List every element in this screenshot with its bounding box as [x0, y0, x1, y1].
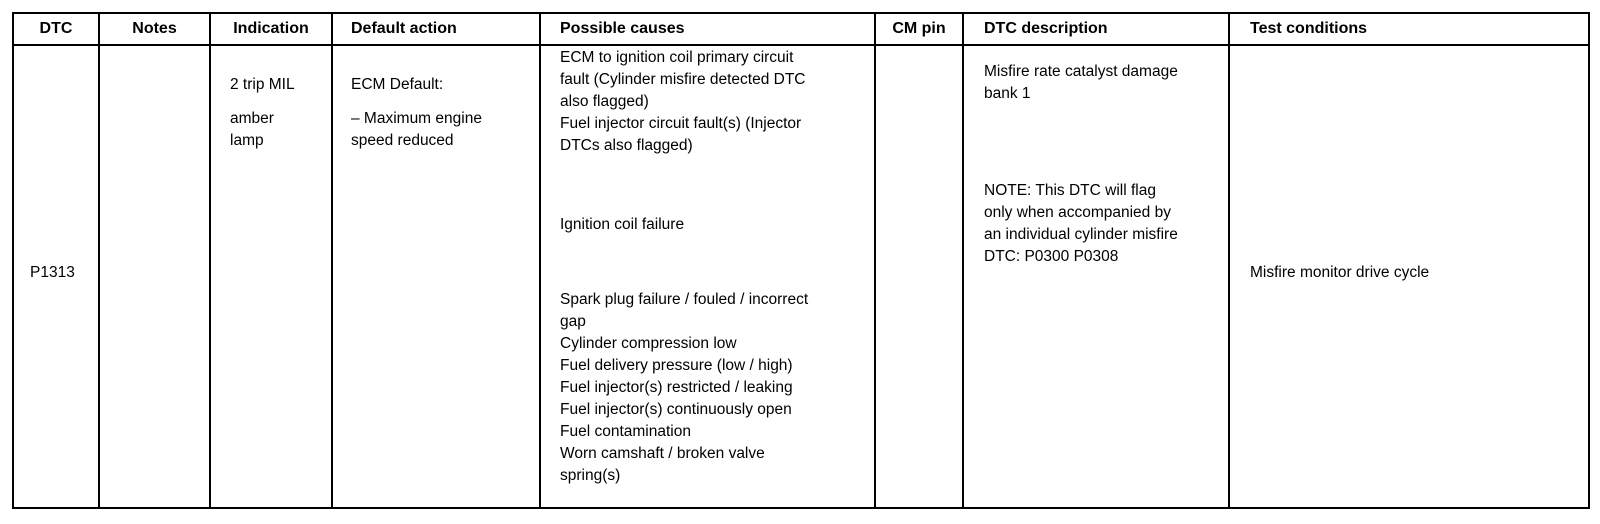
possible-cause-line: Fuel delivery pressure (low / high)	[560, 357, 793, 374]
possible-cause-line: Fuel injector circuit fault(s) (Injector	[560, 115, 802, 132]
possible-cause-line: Worn camshaft / broken valve	[560, 445, 765, 462]
header-default-action: Default action	[351, 20, 457, 37]
header-dtc: DTC	[39, 20, 73, 37]
column-divider	[98, 14, 100, 507]
possible-cause-line: Cylinder compression low	[560, 335, 737, 352]
cell-possible-causes-group-1: ECM to ignition coil primary circuit fau…	[560, 47, 806, 157]
dtc-note-line: an individual cylinder misfire	[984, 226, 1178, 243]
header-possible-causes: Possible causes	[560, 20, 685, 37]
cell-test-conditions: Misfire monitor drive cycle	[1250, 264, 1430, 281]
dtc-note-line: DTC: P0300 P0308	[984, 248, 1119, 265]
indication-line: amber	[230, 110, 274, 127]
dtc-note-line: NOTE: This DTC will flag	[984, 182, 1156, 199]
header-divider	[14, 44, 1588, 46]
possible-cause-line: Ignition coil failure	[560, 216, 685, 233]
column-divider	[1228, 14, 1230, 507]
cell-dtc-code: P1313	[30, 264, 75, 281]
possible-cause-line: Spark plug failure / fouled / incorrect	[560, 291, 809, 308]
possible-cause-line: DTCs also flagged)	[560, 137, 693, 154]
possible-cause-line: Fuel contamination	[560, 423, 691, 440]
dtc-description-line: bank 1	[984, 85, 1031, 102]
column-divider	[539, 14, 541, 507]
indication-line: lamp	[230, 132, 264, 149]
possible-cause-line: fault (Cylinder misfire detected DTC	[560, 71, 806, 88]
possible-cause-line: Fuel injector(s) restricted / leaking	[560, 379, 793, 396]
default-action-line: – Maximum engine	[351, 110, 482, 127]
header-dtc-description: DTC description	[984, 20, 1108, 37]
default-action-line: ECM Default:	[351, 76, 444, 93]
header-test-conditions: Test conditions	[1250, 20, 1368, 37]
column-divider	[874, 14, 876, 507]
indication-line: 2 trip MIL	[230, 76, 295, 93]
possible-cause-line: spring(s)	[560, 467, 621, 484]
column-divider	[331, 14, 333, 507]
possible-cause-line: Fuel injector(s) continuously open	[560, 401, 792, 418]
possible-cause-line: gap	[560, 313, 586, 330]
cell-possible-causes-group-2: Ignition coil failure	[560, 214, 684, 236]
header-notes: Notes	[132, 20, 177, 37]
cell-dtc-description: Misfire rate catalyst damage bank 1	[984, 61, 1178, 105]
cell-possible-causes-group-3: Spark plug failure / fouled / incorrect …	[560, 289, 808, 487]
default-action-line: speed reduced	[351, 132, 454, 149]
possible-cause-line: also flagged)	[560, 93, 649, 110]
header-indication: Indication	[233, 20, 309, 37]
column-divider	[209, 14, 211, 507]
dtc-table: DTC Notes Indication Default action Poss…	[12, 12, 1590, 509]
header-cm-pin: CM pin	[892, 20, 946, 37]
column-divider	[962, 14, 964, 507]
dtc-description-line: Misfire rate catalyst damage	[984, 63, 1178, 80]
possible-cause-line: ECM to ignition coil primary circuit	[560, 49, 794, 66]
cell-default-action: ECM Default: – Maximum engine speed redu…	[351, 74, 482, 152]
cell-indication: 2 trip MIL amber lamp	[230, 74, 295, 152]
dtc-note-line: only when accompanied by	[984, 204, 1171, 221]
cell-dtc-description-note: NOTE: This DTC will flag only when accom…	[984, 180, 1178, 268]
